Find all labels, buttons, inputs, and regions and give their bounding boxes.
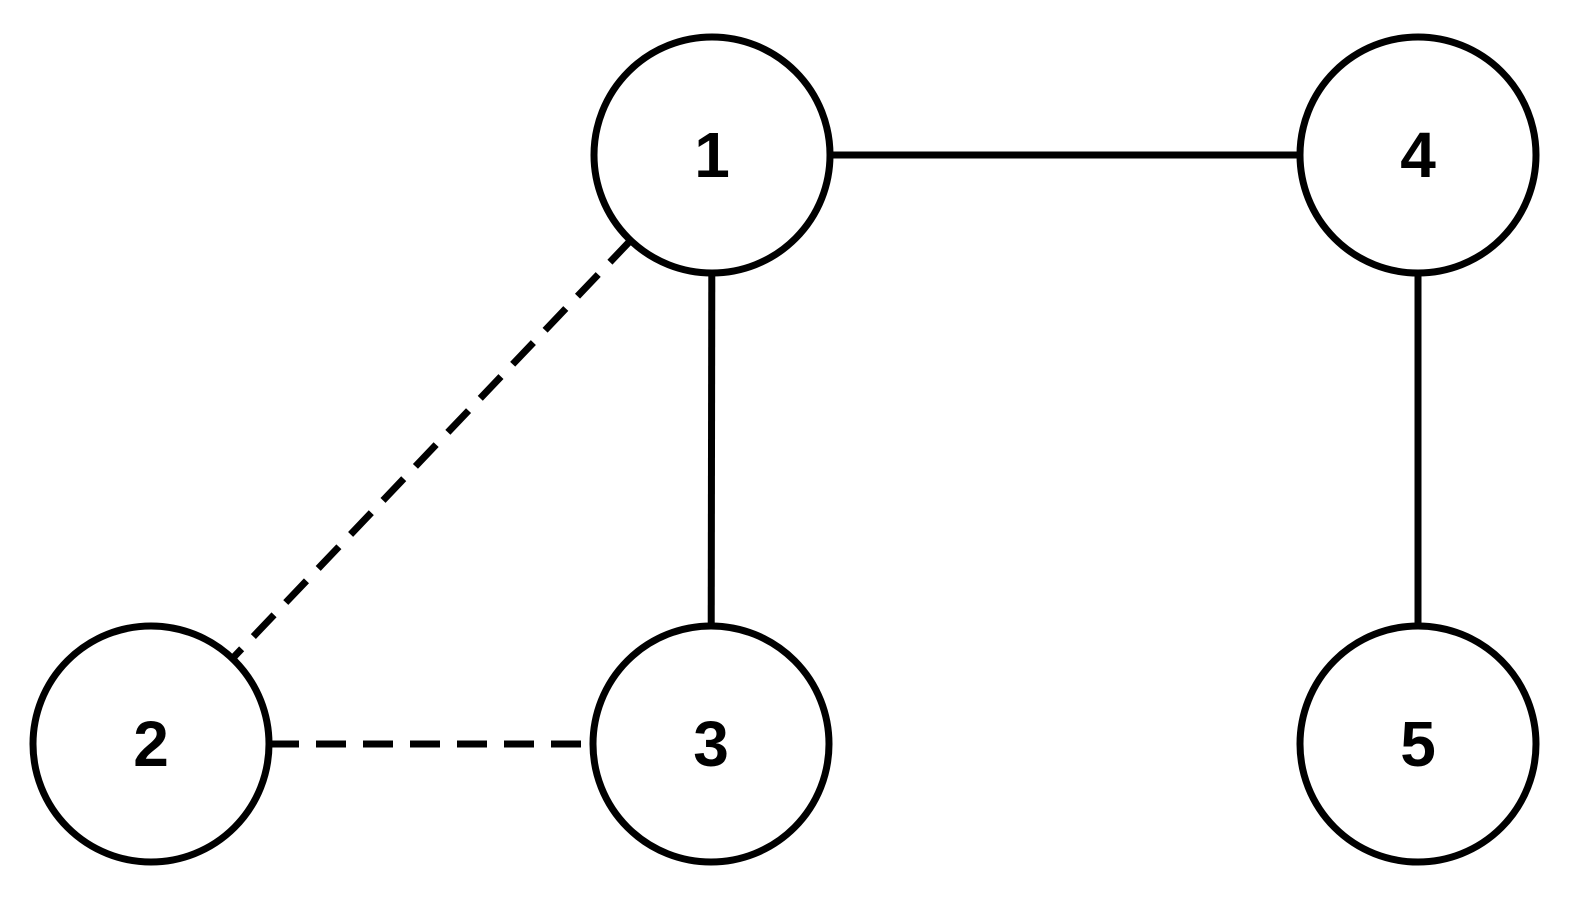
node-label: 2 <box>133 708 169 780</box>
node-3: 3 <box>589 622 833 866</box>
node-label: 4 <box>1400 119 1436 191</box>
node-5: 5 <box>1296 622 1540 866</box>
node-label: 5 <box>1400 708 1436 780</box>
node-circle <box>1296 33 1540 277</box>
node-4: 4 <box>1296 33 1540 277</box>
nodes-layer: 1 2 3 4 5 <box>29 33 1540 866</box>
node-label: 1 <box>694 119 730 191</box>
edge-1-2 <box>229 238 634 661</box>
node-label: 3 <box>693 708 729 780</box>
node-circle <box>1296 622 1540 866</box>
edges-layer <box>229 151 1422 748</box>
node-1: 1 <box>590 33 834 277</box>
edge-1-3 <box>707 272 716 627</box>
node-2: 2 <box>29 622 273 866</box>
node-circle <box>590 33 834 277</box>
node-circle <box>589 622 833 866</box>
node-circle <box>29 622 273 866</box>
